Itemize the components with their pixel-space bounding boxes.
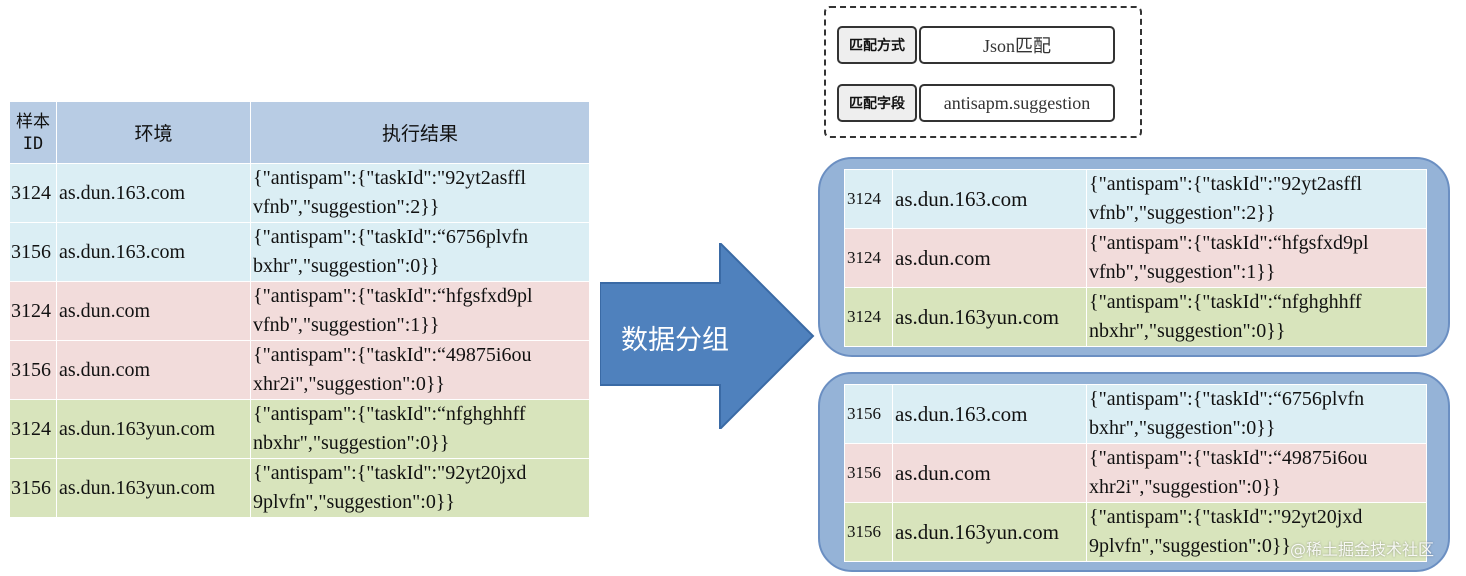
row-result: {"antispam":{"taskId":"92yt20jxd 9plvfn"… [1086,502,1427,562]
arrow-label: 数据分组 [621,325,729,356]
table-row: 3156 as.dun.163.com {"antispam":{"taskId… [9,222,590,282]
row-env: as.dun.163yun.com [892,502,1087,562]
row-env: as.dun.com [892,443,1087,503]
row-result: {"antispam":{"taskId":“nfghghhff nbxhr",… [250,399,590,459]
group-table: 3156 as.dun.163.com {"antispam":{"taskId… [844,384,1427,562]
source-table-header: 样本 ID 环境 执行结果 [9,101,590,164]
table-row: 3124 as.dun.163yun.com {"antispam":{"tas… [9,399,590,459]
watermark: @稀土掘金技术社区 [1290,540,1435,559]
group-arrow [600,243,815,429]
row-env: as.dun.com [892,228,1087,288]
table-row: 3156 as.dun.163yun.com {"antispam":{"tas… [844,502,1427,562]
table-row: 3156 as.dun.163yun.com {"antispam":{"tas… [9,458,590,518]
row-env: as.dun.163yun.com [892,287,1087,347]
row-id: 3124 [9,163,57,223]
row-result: {"antispam":{"taskId":“6756plvfn bxhr","… [1086,384,1427,444]
row-result: {"antispam":{"taskId":“nfghghhff nbxhr",… [1086,287,1427,347]
table-row: 3124 as.dun.com {"antispam":{"taskId":“h… [844,228,1427,288]
row-result: {"antispam":{"taskId":“6756plvfn bxhr","… [250,222,590,282]
header-result: 执行结果 [250,101,590,164]
row-env: as.dun.163.com [892,384,1087,444]
group-panel-3156: 3156 as.dun.163.com {"antispam":{"taskId… [818,372,1450,572]
row-id: 3156 [844,502,893,562]
row-result: {"antispam":{"taskId":"92yt2asffl vfnb",… [250,163,590,223]
row-id: 3156 [844,443,893,503]
match-field-value: antisapm.suggestion [919,84,1115,122]
header-sample-id: 样本 ID [9,101,57,164]
header-environment: 环境 [56,101,251,164]
table-row: 3156 as.dun.com {"antispam":{"taskId":“4… [9,340,590,400]
source-table: 样本 ID 环境 执行结果 3124 as.dun.163.com {"anti… [9,101,590,518]
row-env: as.dun.com [56,281,251,341]
group-panel-3124: 3124 as.dun.163.com {"antispam":{"taskId… [818,157,1450,357]
row-result: {"antispam":{"taskId":“49875i6ou xhr2i",… [250,340,590,400]
row-id: 3156 [9,458,57,518]
row-id: 3124 [844,287,893,347]
arrow-shape [600,243,815,429]
row-id: 3124 [844,169,893,229]
row-id: 3124 [9,281,57,341]
row-env: as.dun.163.com [56,163,251,223]
match-mode-label: 匹配方式 [837,26,917,64]
row-result: {"antispam":{"taskId":“49875i6ou xhr2i",… [1086,443,1427,503]
table-row: 3124 as.dun.com {"antispam":{"taskId":“h… [9,281,590,341]
header-sample-id-text: 样本 ID [16,111,50,154]
row-env: as.dun.163yun.com [56,399,251,459]
row-id: 3124 [9,399,57,459]
table-row: 3124 as.dun.163yun.com {"antispam":{"tas… [844,287,1427,347]
row-id: 3156 [9,340,57,400]
match-field-label: 匹配字段 [837,84,917,122]
row-env: as.dun.163.com [892,169,1087,229]
row-env: as.dun.163.com [56,222,251,282]
row-env: as.dun.163yun.com [56,458,251,518]
group-table: 3124 as.dun.163.com {"antispam":{"taskId… [844,169,1427,347]
table-row: 3124 as.dun.163.com {"antispam":{"taskId… [9,163,590,223]
row-id: 3124 [844,228,893,288]
table-row: 3124 as.dun.163.com {"antispam":{"taskId… [844,169,1427,229]
row-env: as.dun.com [56,340,251,400]
match-config-box: 匹配方式 Json匹配 匹配字段 antisapm.suggestion [824,6,1142,138]
row-result: {"antispam":{"taskId":“hfgsfxd9pl vfnb",… [250,281,590,341]
row-result: {"antispam":{"taskId":"92yt2asffl vfnb",… [1086,169,1427,229]
table-row: 3156 as.dun.com {"antispam":{"taskId":“4… [844,443,1427,503]
row-id: 3156 [844,384,893,444]
table-row: 3156 as.dun.163.com {"antispam":{"taskId… [844,384,1427,444]
row-result: {"antispam":{"taskId":"92yt20jxd 9plvfn"… [250,458,590,518]
row-id: 3156 [9,222,57,282]
row-result: {"antispam":{"taskId":“hfgsfxd9pl vfnb",… [1086,228,1427,288]
match-mode-value: Json匹配 [919,26,1115,64]
